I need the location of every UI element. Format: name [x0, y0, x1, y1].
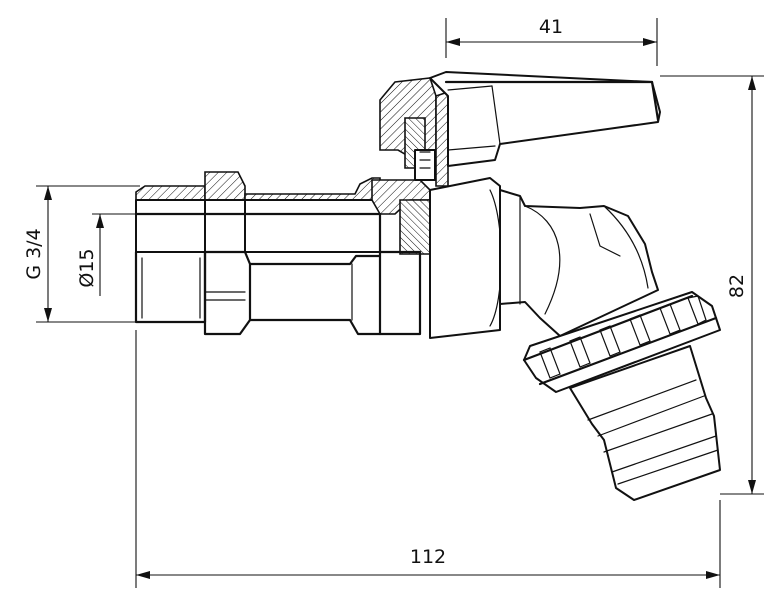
outlet-elbow [499, 189, 659, 337]
dimension-handle-width-label: 41 [539, 16, 563, 38]
dimension-bore-diameter: Ø15 [76, 213, 140, 296]
dimension-bore-diameter-label: Ø15 [76, 248, 98, 287]
dimension-handle-width: 41 [445, 16, 658, 66]
dimension-thread-size-label: G 3/4 [23, 228, 45, 279]
valve-stem [379, 77, 449, 187]
pipe-section [203, 177, 382, 336]
valve-body [134, 71, 721, 501]
dimension-total-height: 82 [660, 75, 764, 495]
dimension-total-length: 112 [135, 330, 721, 588]
dimension-thread-size: G 3/4 [23, 185, 140, 323]
lever-handle [429, 71, 661, 167]
hose-tail [569, 345, 721, 501]
knurl-teeth [539, 295, 707, 379]
hose-union-ring [522, 291, 721, 393]
dimension-total-height-label: 82 [726, 274, 748, 298]
threaded-inlet [134, 185, 207, 324]
ball-housing [371, 177, 502, 339]
hex-nut [203, 171, 252, 336]
dimension-total-length-label: 112 [410, 546, 446, 568]
